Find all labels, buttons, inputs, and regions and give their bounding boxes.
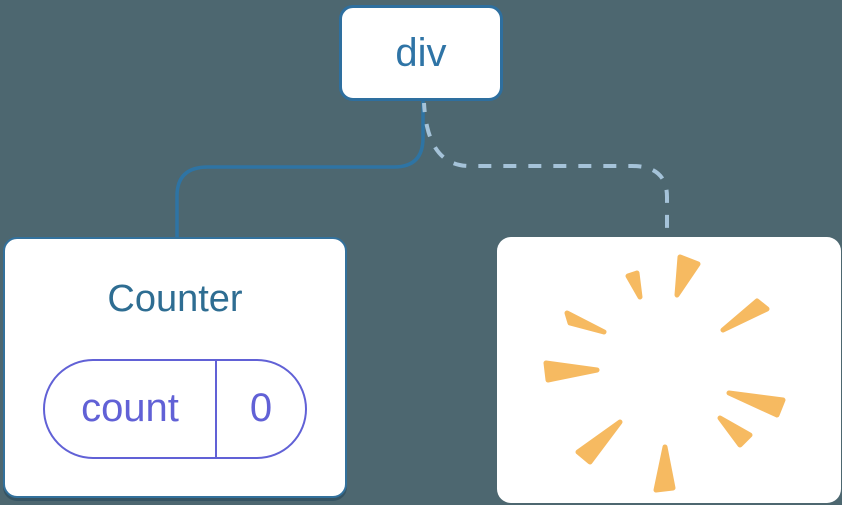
counter-title: Counter bbox=[107, 278, 243, 320]
removed-component-card bbox=[497, 237, 841, 503]
dashed-edge-to-removed bbox=[422, 102, 669, 236]
counter-component-card: Counter count 0 bbox=[3, 237, 347, 498]
state-value: 0 bbox=[249, 386, 273, 431]
tree-node-div: div bbox=[339, 5, 503, 101]
poof-icon bbox=[543, 254, 786, 493]
state-key-label: count bbox=[45, 360, 217, 457]
solid-edge-to-counter bbox=[175, 101, 425, 238]
tree-node-div-label: div bbox=[395, 30, 447, 75]
state-pill: count 0 bbox=[43, 358, 307, 459]
